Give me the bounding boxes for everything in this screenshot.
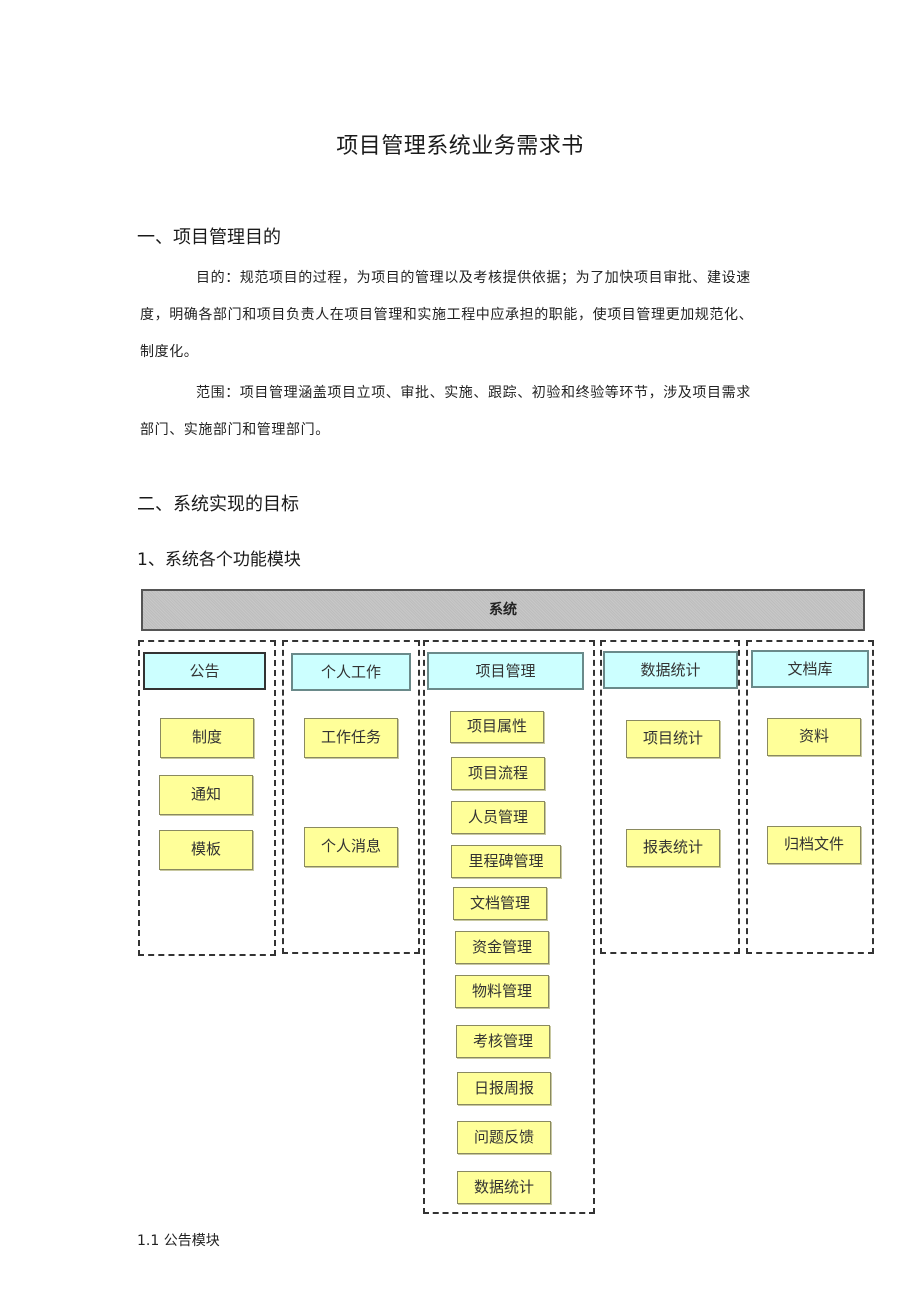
leaf-box: 个人消息 [304,827,398,867]
leaf-box: 报表统计 [626,829,720,867]
module-header-announcements: 公告 [143,652,266,690]
leaf-box: 里程碑管理 [451,845,561,878]
leaf-box: 工作任务 [304,718,398,758]
system-root-box: 系统 [141,589,865,631]
purpose-line-1: 目的：规范项目的过程，为项目的管理以及考核提供依据；为了加快项目审批、建设速 [196,270,751,286]
module-group-document-library [746,640,874,954]
leaf-box: 项目属性 [450,711,544,743]
scope-line-2: 部门、实施部门和管理部门。 [140,422,330,438]
module-group-personal-work [282,640,420,954]
sub-heading-announcement-module: 1.1 公告模块 [137,1233,220,1249]
leaf-box: 模板 [159,830,253,870]
section-heading-purpose: 一、项目管理目的 [137,227,281,248]
purpose-line-2: 度，明确各部门和项目负责人在项目管理和实施工程中应承担的职能，使项目管理更加规范… [140,307,754,323]
leaf-box: 制度 [160,718,254,758]
leaf-box: 物料管理 [455,975,549,1008]
purpose-line-3: 制度化。 [140,344,199,360]
module-header-data-statistics: 数据统计 [603,651,738,689]
module-header-personal-work: 个人工作 [291,653,411,691]
leaf-box: 数据统计 [457,1171,551,1204]
document-title: 项目管理系统业务需求书 [336,134,584,159]
scope-paragraph: 范围：项目管理涵盖项目立项、审批、实施、跟踪、初验和终验等环节，涉及项目需求 部… [140,375,790,449]
leaf-box: 资料 [767,718,861,756]
module-header-project-management: 项目管理 [427,652,584,690]
leaf-box: 项目流程 [451,757,545,790]
purpose-paragraph: 目的：规范项目的过程，为项目的管理以及考核提供依据；为了加快项目审批、建设速 度… [140,260,790,371]
section-heading-goals: 二、系统实现的目标 [137,494,299,515]
leaf-box: 人员管理 [451,801,545,834]
scope-line-1: 范围：项目管理涵盖项目立项、审批、实施、跟踪、初验和终验等环节，涉及项目需求 [196,385,751,401]
module-group-data-statistics [600,640,740,954]
module-group-announcements [138,640,276,956]
leaf-box: 日报周报 [457,1072,551,1105]
leaf-box: 项目统计 [626,720,720,758]
leaf-box: 资金管理 [455,931,549,964]
leaf-box: 考核管理 [456,1025,550,1058]
module-header-document-library: 文档库 [751,650,869,688]
leaf-box: 通知 [159,775,253,815]
sub-heading-modules: 1、系统各个功能模块 [137,550,301,570]
system-root-label: 系统 [489,602,517,618]
leaf-box: 归档文件 [767,826,861,864]
leaf-box: 文档管理 [453,887,547,920]
module-group-project-management [423,640,595,1214]
leaf-box: 问题反馈 [457,1121,551,1154]
